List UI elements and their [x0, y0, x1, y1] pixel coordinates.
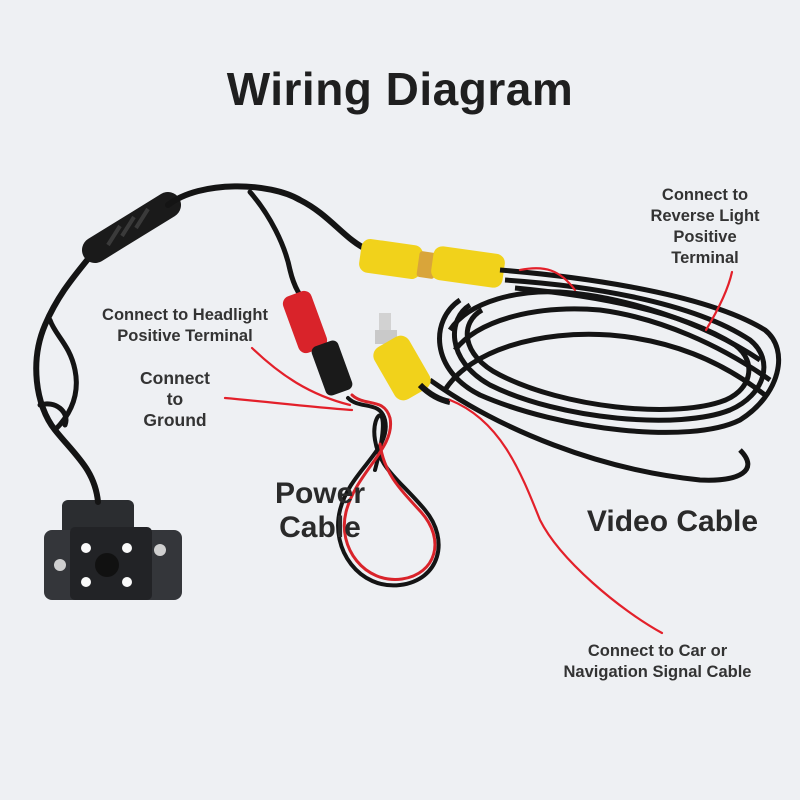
power-plug	[282, 290, 353, 396]
power-cable	[336, 393, 441, 588]
label-signal-cable: Connect to Car or Navigation Signal Cabl…	[563, 642, 752, 681]
video-cable-coil	[428, 267, 782, 483]
rca-connector-top	[359, 239, 505, 288]
label-power-cable: Power Cable	[274, 477, 366, 544]
camera-cable	[33, 247, 101, 505]
camera	[44, 500, 182, 600]
red-wires	[223, 267, 734, 635]
page-title: Wiring Diagram	[226, 63, 574, 115]
split-cable	[165, 183, 371, 308]
label-reverse-light: Connect to Reverse Light Positive Termin…	[650, 186, 760, 267]
label-headlight: Connect to Headlight Positive Terminal	[102, 306, 268, 345]
inline-connector	[82, 192, 181, 263]
label-ground: Connect to Ground	[140, 368, 210, 430]
label-video-cable: Video Cable	[586, 505, 759, 538]
rca-plug-video	[373, 313, 451, 405]
